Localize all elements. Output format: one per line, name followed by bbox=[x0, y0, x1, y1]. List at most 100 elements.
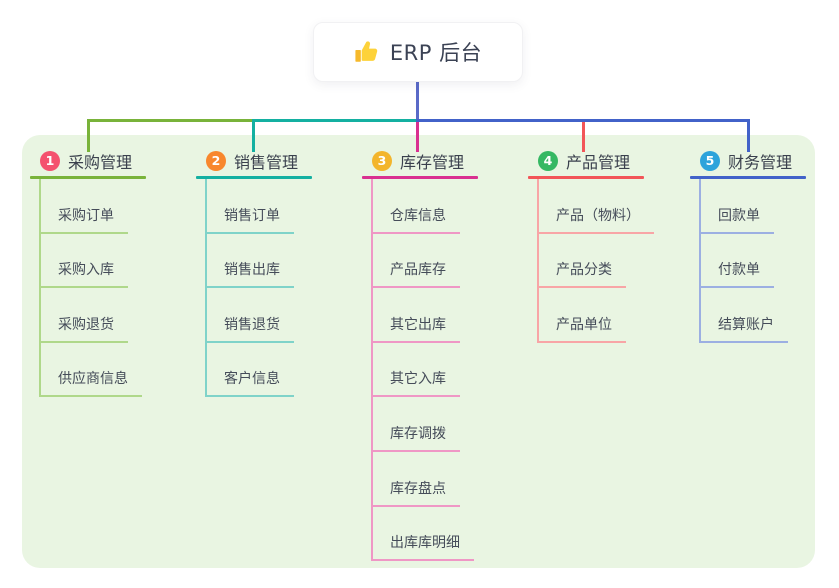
child-label: 出库库明细 bbox=[390, 535, 460, 552]
connector-branch1-horizontal bbox=[87, 119, 255, 122]
badge-number-product: 4 bbox=[538, 151, 558, 171]
child-row: 结算账户 bbox=[690, 288, 839, 343]
branch-underline-product bbox=[528, 176, 644, 179]
branch-finance: 5 财务管理回款单付款单结算账户 bbox=[690, 146, 839, 343]
child-row: 供应商信息 bbox=[30, 343, 190, 398]
child-node-inventory-3[interactable]: 其它出库 bbox=[371, 314, 460, 343]
child-node-inventory-4[interactable]: 其它入库 bbox=[371, 368, 460, 398]
child-row: 其它出库 bbox=[362, 288, 522, 343]
child-node-purchase-1[interactable]: 采购订单 bbox=[39, 205, 128, 234]
child-node-inventory-1[interactable]: 仓库信息 bbox=[371, 205, 460, 234]
branch-children-product: 产品（物料） 产品分类产品单位 bbox=[528, 179, 688, 343]
connector-branch4-drop bbox=[582, 122, 585, 152]
child-node-inventory-7[interactable]: 出库库明细 bbox=[371, 532, 474, 562]
branch-underline-purchase bbox=[30, 176, 146, 179]
badge-number-inventory: 3 bbox=[372, 151, 392, 171]
branch-label-finance: 财务管理 bbox=[728, 153, 793, 172]
child-label: 销售退货 bbox=[224, 316, 280, 333]
child-node-inventory-2[interactable]: 产品库存 bbox=[371, 259, 460, 289]
child-row: 产品库存 bbox=[362, 234, 522, 289]
child-node-sales-3[interactable]: 销售退货 bbox=[205, 314, 294, 343]
branch-label-sales: 销售管理 bbox=[234, 153, 299, 172]
branch-children-purchase: 采购订单采购入库采购退货供应商信息 bbox=[30, 179, 190, 398]
child-node-product-2[interactable]: 产品分类 bbox=[537, 259, 626, 289]
child-row: 出库库明细 bbox=[362, 507, 522, 562]
branch-label-inventory: 库存管理 bbox=[400, 153, 465, 172]
branch-node-sales[interactable]: 2 销售管理 bbox=[196, 146, 356, 176]
child-node-finance-3[interactable]: 结算账户 bbox=[699, 314, 788, 343]
child-label: 客户信息 bbox=[224, 371, 280, 388]
branch-inventory: 3 库存管理仓库信息产品库存其它出库其它入库库存调拨库存盘点出库库明细 bbox=[362, 146, 522, 562]
child-label: 采购入库 bbox=[58, 262, 114, 279]
child-label: 库存盘点 bbox=[390, 480, 446, 497]
child-label: 回款单 bbox=[718, 207, 760, 224]
child-node-sales-4[interactable]: 客户信息 bbox=[205, 368, 294, 398]
branch-sales: 2 销售管理销售订单销售出库销售退货客户信息 bbox=[196, 146, 356, 398]
child-label: 采购退货 bbox=[58, 316, 114, 333]
branch-underline-sales bbox=[196, 176, 312, 179]
child-row: 客户信息 bbox=[196, 343, 356, 398]
child-label: 供应商信息 bbox=[58, 371, 128, 388]
child-row: 其它入库 bbox=[362, 343, 522, 398]
branch-node-finance[interactable]: 5 财务管理 bbox=[690, 146, 839, 176]
child-row: 回款单 bbox=[690, 179, 839, 234]
connector-branch3-drop bbox=[416, 122, 419, 152]
branch-children-sales: 销售订单销售出库销售退货客户信息 bbox=[196, 179, 356, 398]
badge-number-finance: 5 bbox=[700, 151, 720, 171]
branch-node-purchase[interactable]: 1 采购管理 bbox=[30, 146, 190, 176]
child-row: 产品分类 bbox=[528, 234, 688, 289]
child-row: 仓库信息 bbox=[362, 179, 522, 234]
connector-branch2-horizontal bbox=[252, 119, 419, 122]
child-node-inventory-6[interactable]: 库存盘点 bbox=[371, 478, 460, 507]
child-row: 付款单 bbox=[690, 234, 839, 289]
child-label: 产品单位 bbox=[556, 316, 612, 333]
thumbs-up-icon bbox=[355, 41, 378, 62]
branch-children-inventory: 仓库信息产品库存其它出库其它入库库存调拨库存盘点出库库明细 bbox=[362, 179, 522, 562]
child-label: 结算账户 bbox=[718, 316, 774, 333]
child-label: 采购订单 bbox=[58, 207, 114, 224]
root-node-erp[interactable]: ERP 后台 bbox=[313, 22, 523, 82]
child-node-sales-2[interactable]: 销售出库 bbox=[205, 259, 294, 289]
branch-label-purchase: 采购管理 bbox=[68, 153, 133, 172]
child-row: 销售订单 bbox=[196, 179, 356, 234]
child-node-purchase-4[interactable]: 供应商信息 bbox=[39, 368, 142, 398]
badge-number-sales: 2 bbox=[206, 151, 226, 171]
badge-number-purchase: 1 bbox=[40, 151, 60, 171]
branch-underline-finance bbox=[690, 176, 806, 179]
mindmap-background-panel bbox=[22, 135, 815, 568]
child-row: 产品（物料） bbox=[528, 179, 688, 234]
branch-trunk-line-finance bbox=[699, 179, 701, 343]
branch-trunk-line-product bbox=[537, 179, 539, 343]
child-label: 仓库信息 bbox=[390, 207, 446, 224]
child-node-product-3[interactable]: 产品单位 bbox=[537, 314, 626, 343]
child-node-purchase-2[interactable]: 采购入库 bbox=[39, 259, 128, 289]
child-row: 销售出库 bbox=[196, 234, 356, 289]
branch-trunk-line-inventory bbox=[371, 179, 373, 561]
child-row: 产品单位 bbox=[528, 288, 688, 343]
branch-purchase: 1 采购管理采购订单采购入库采购退货供应商信息 bbox=[30, 146, 190, 398]
branch-trunk-line-purchase bbox=[39, 179, 41, 397]
branch-trunk-line-sales bbox=[205, 179, 207, 397]
child-row: 销售退货 bbox=[196, 288, 356, 343]
child-label: 产品库存 bbox=[390, 262, 446, 279]
child-node-sales-1[interactable]: 销售订单 bbox=[205, 205, 294, 234]
child-row: 采购退货 bbox=[30, 288, 190, 343]
child-node-finance-1[interactable]: 回款单 bbox=[699, 205, 774, 234]
branch-node-inventory[interactable]: 3 库存管理 bbox=[362, 146, 522, 176]
child-node-purchase-3[interactable]: 采购退货 bbox=[39, 314, 128, 343]
connector-branch5-horizontal bbox=[416, 119, 750, 122]
child-row: 采购入库 bbox=[30, 234, 190, 289]
child-label: 其它出库 bbox=[390, 316, 446, 333]
child-label: 其它入库 bbox=[390, 371, 446, 388]
child-row: 库存盘点 bbox=[362, 452, 522, 507]
child-node-finance-2[interactable]: 付款单 bbox=[699, 259, 774, 289]
child-label: 销售出库 bbox=[224, 262, 280, 279]
child-label: 产品（物料） bbox=[556, 207, 640, 224]
child-label: 产品分类 bbox=[556, 262, 612, 279]
child-node-inventory-5[interactable]: 库存调拨 bbox=[371, 423, 460, 452]
child-node-product-1[interactable]: 产品（物料） bbox=[537, 205, 654, 234]
root-title: ERP 后台 bbox=[389, 41, 483, 65]
